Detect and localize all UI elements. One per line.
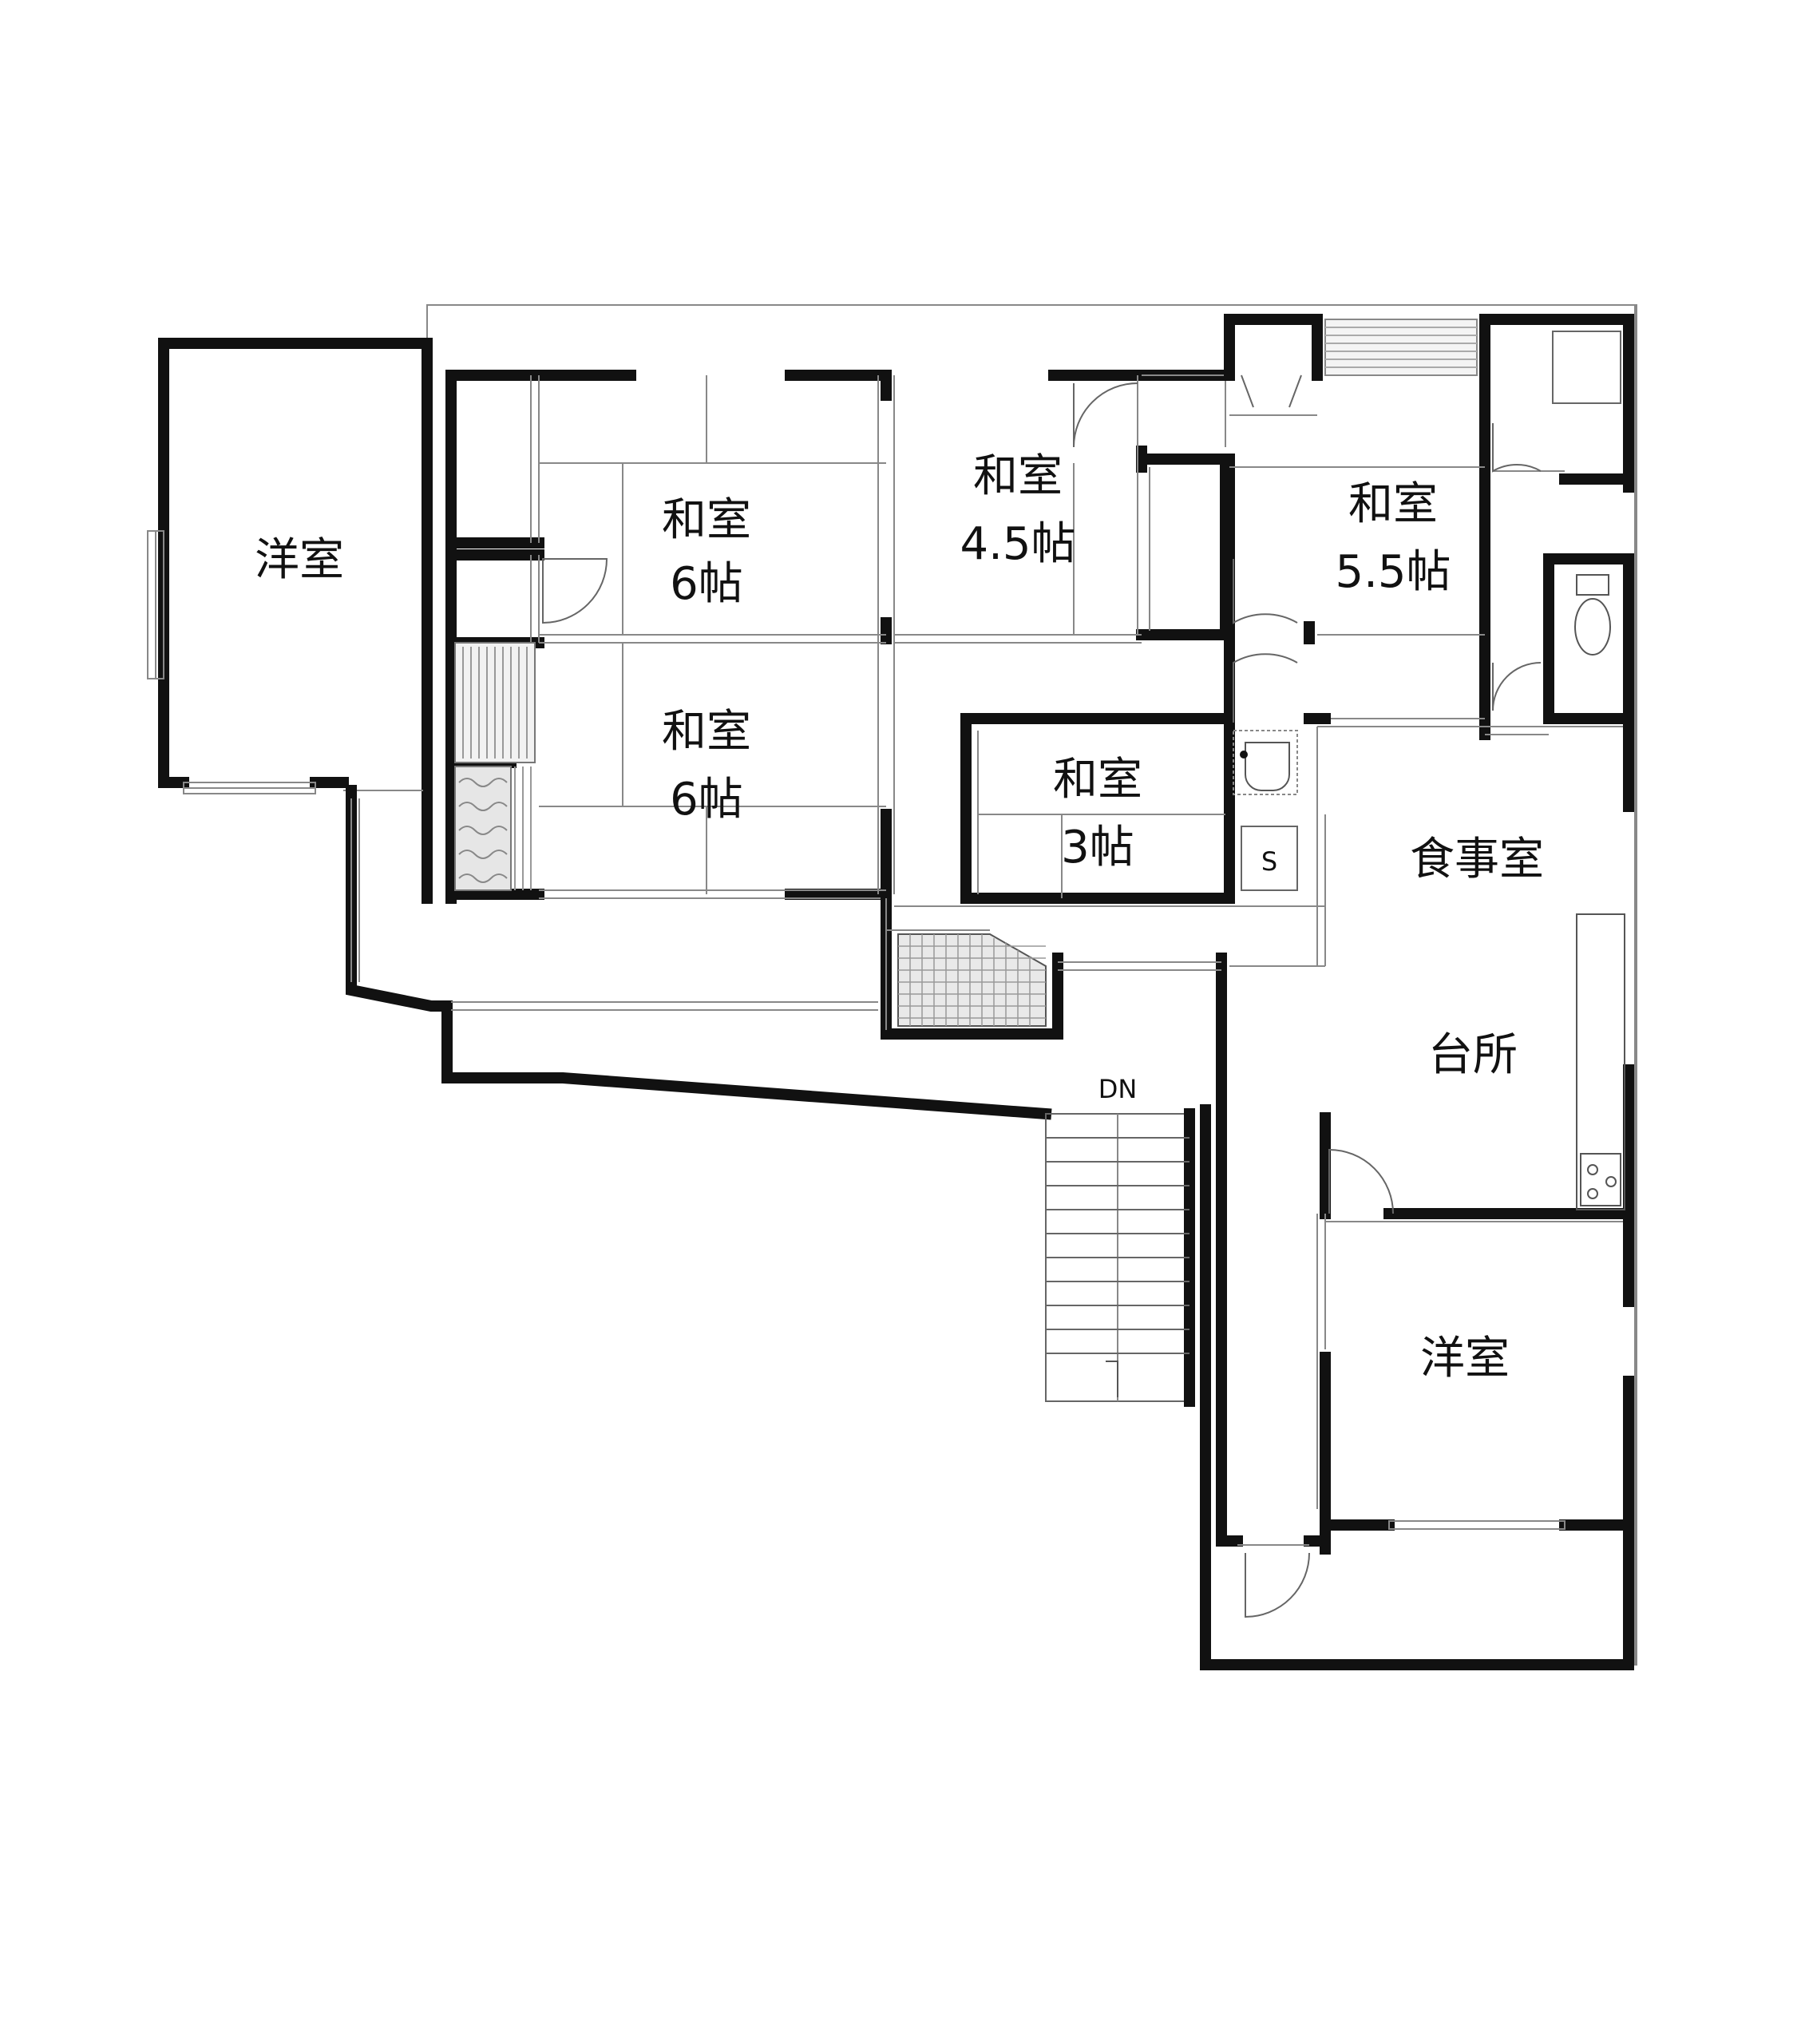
washitsu-55-size: 5.5帖: [1335, 546, 1451, 598]
shoe-storage-label: S: [1261, 846, 1277, 877]
western-room-left-label: 洋室: [255, 534, 344, 586]
western-room-left: [147, 338, 433, 904]
washitsu-3-name: 和室: [1053, 754, 1142, 806]
entry-hall: [881, 893, 1221, 1040]
washitsu-55-walls: [1224, 314, 1634, 904]
washitsu-45-size: 4.5帖: [960, 518, 1075, 570]
corridor-right: [1216, 953, 1331, 1618]
dining-room-label: 食事室: [1410, 834, 1544, 885]
engawa-walls: [346, 785, 1052, 1120]
washitsu-45-name: 和室: [973, 450, 1063, 502]
washitsu-55-name: 和室: [1348, 478, 1438, 530]
western-room-right-label: 洋室: [1420, 1333, 1510, 1384]
washitsu-6b-name: 和室: [662, 706, 751, 758]
bath-toilet-area: [1485, 331, 1634, 735]
washitsu-6b-size: 6帖: [670, 774, 743, 826]
washitsu-3-size: 3帖: [1061, 822, 1134, 873]
washitsu-6a-name: 和室: [662, 494, 751, 546]
washitsu-45-walls: [894, 374, 1231, 644]
washitsu-3-walls: [894, 653, 1325, 907]
tatami-block-walls: [445, 370, 1231, 904]
sink-area: S: [1233, 727, 1326, 966]
stairs-dn-label: DN: [1098, 1074, 1138, 1104]
door-swing-upper: [542, 558, 608, 624]
washitsu-6a-size: 6帖: [670, 558, 743, 610]
dining-kitchen-walls: [1320, 721, 1637, 1219]
western-room-right: [1200, 1104, 1637, 1670]
tatami-lines: [539, 375, 895, 899]
kitchen-label: 台所: [1428, 1029, 1518, 1081]
stairs-down: DN: [1045, 1074, 1195, 1407]
closet-storage-left: [454, 642, 536, 891]
